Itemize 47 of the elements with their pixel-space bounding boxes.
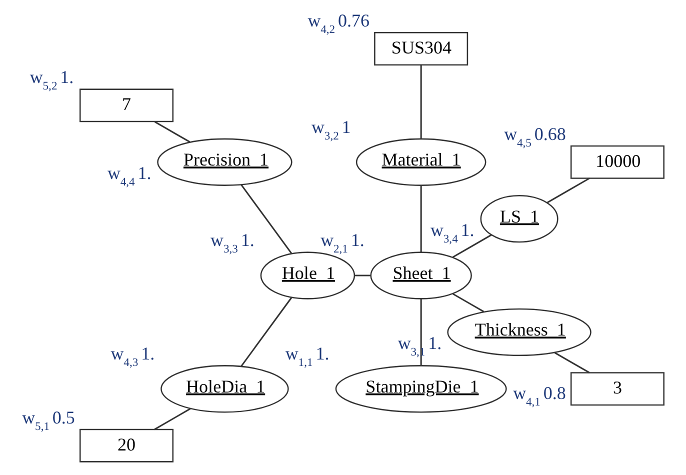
node-label: w$_{3,4}$ [430,220,458,246]
node-label: w$_{5,1}$ [22,407,50,433]
node-box: 10000 [570,145,664,179]
node-label: 0.68 [534,124,566,144]
connector [420,186,422,252]
node-ellipse: Precision_1 [157,138,292,186]
node-ellipse: Material_1 [356,138,486,186]
connector [420,298,422,366]
node-label: 0.5 [52,407,75,428]
connector [554,352,590,374]
connector [240,296,292,367]
node-label: w$_{3,2}$ [312,116,339,142]
node-ellipse: Thickness_1 [447,308,592,356]
node-box: 20 [79,428,174,462]
node-label: w$_{5,2}$ [30,67,58,93]
node-ellipse: HoleDia_1 [160,365,289,413]
node-label: 1. [316,344,330,364]
node-label: 1. [350,230,364,250]
node-label: 1. [428,333,442,354]
node-label: 1. [141,344,155,364]
node-label: w$_{4,4}$ [107,163,135,189]
node-ellipse: LS_1 [480,194,558,243]
connector [452,293,484,312]
node-label: 0.8 [543,382,566,403]
connector [452,234,492,258]
node-box: 3 [570,372,664,406]
node-label: 0.76 [338,10,370,30]
node-label: 1. [60,67,74,88]
connector [154,121,190,143]
node-label: 1. [138,163,152,184]
node-label: w$_{4,2}$ [308,10,336,36]
node-box: 7 [79,88,174,122]
node-ellipse: Sheet_1 [370,252,472,300]
node-box: SUS304 [374,32,468,66]
node-label: w$_{3,3}$ [210,230,238,256]
connector [354,274,371,276]
node-label: 1. [240,230,254,250]
connector [240,184,292,254]
connector [154,408,191,430]
node-label: w$_{4,5}$ [504,124,532,150]
connector [420,64,422,139]
node-label: 1. [460,220,474,240]
node-label: w$_{4,1}$ [513,382,540,408]
node-label: 1 [342,116,351,137]
node-ellipse: StampingDie_1 [335,365,507,413]
node-label: w$_{4,3}$ [110,344,138,370]
connector [546,178,590,204]
